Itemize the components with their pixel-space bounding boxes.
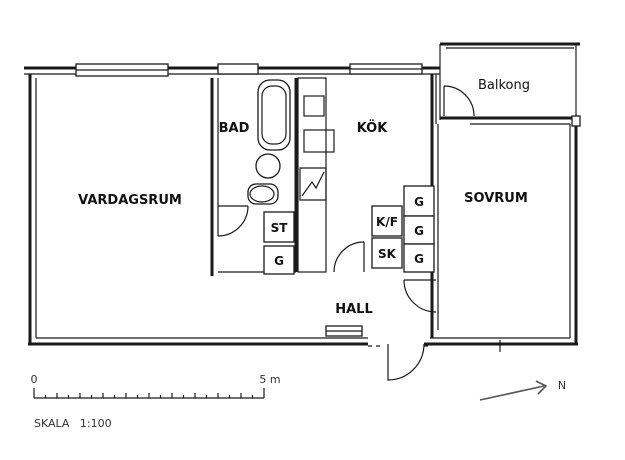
scale-ratio-label: SKALA 1:100 — [34, 417, 112, 430]
room-label-kok: KÖK — [357, 120, 389, 136]
windows — [75, 63, 581, 337]
outer-walls — [24, 42, 580, 346]
north-arrow: N — [479, 379, 566, 401]
wardrobe-label-3: G — [414, 252, 424, 266]
room-label-vardagsrum: VARDAGSRUM — [78, 193, 182, 208]
wardrobe-box-2 — [403, 215, 435, 245]
cabinet-label-bad: G — [274, 254, 284, 268]
north-arrow-icon — [479, 385, 545, 401]
scale-end-label: 5 m — [259, 373, 280, 386]
room-label-bad: BAD — [219, 121, 250, 136]
scale-bar: 0 5 m SKALA 1:100 — [31, 373, 281, 430]
storage-label-st: ST — [271, 221, 289, 235]
wardrobe-box-1 — [403, 185, 435, 217]
room-label-balkong: Balkong — [478, 78, 530, 93]
doors — [217, 85, 501, 381]
room-label-hall: HALL — [335, 302, 373, 317]
storage-box-st — [263, 211, 295, 243]
room-label-sovrum: SOVRUM — [464, 191, 528, 206]
cabinet-box-bad — [263, 245, 295, 275]
cleaning-cabinet-box — [371, 237, 403, 269]
kitchen-fixtures — [297, 77, 335, 273]
cleaning-cabinet-label: SK — [378, 247, 397, 261]
fridge-freezer-label: K/F — [376, 215, 398, 229]
wardrobe-label-2: G — [414, 224, 424, 238]
bathroom-fixtures — [247, 79, 291, 205]
wardrobe-label-1: G — [414, 195, 424, 209]
north-label: N — [558, 379, 566, 392]
cabinet-boxes: ST G K/F SK G G G — [263, 185, 435, 275]
wardrobe-box-3 — [403, 243, 435, 273]
scale-start-label: 0 — [31, 373, 38, 386]
room-labels: VARDAGSRUM BAD KÖK Balkong SOVRUM HALL — [78, 78, 530, 317]
fridge-freezer-box — [371, 205, 403, 237]
